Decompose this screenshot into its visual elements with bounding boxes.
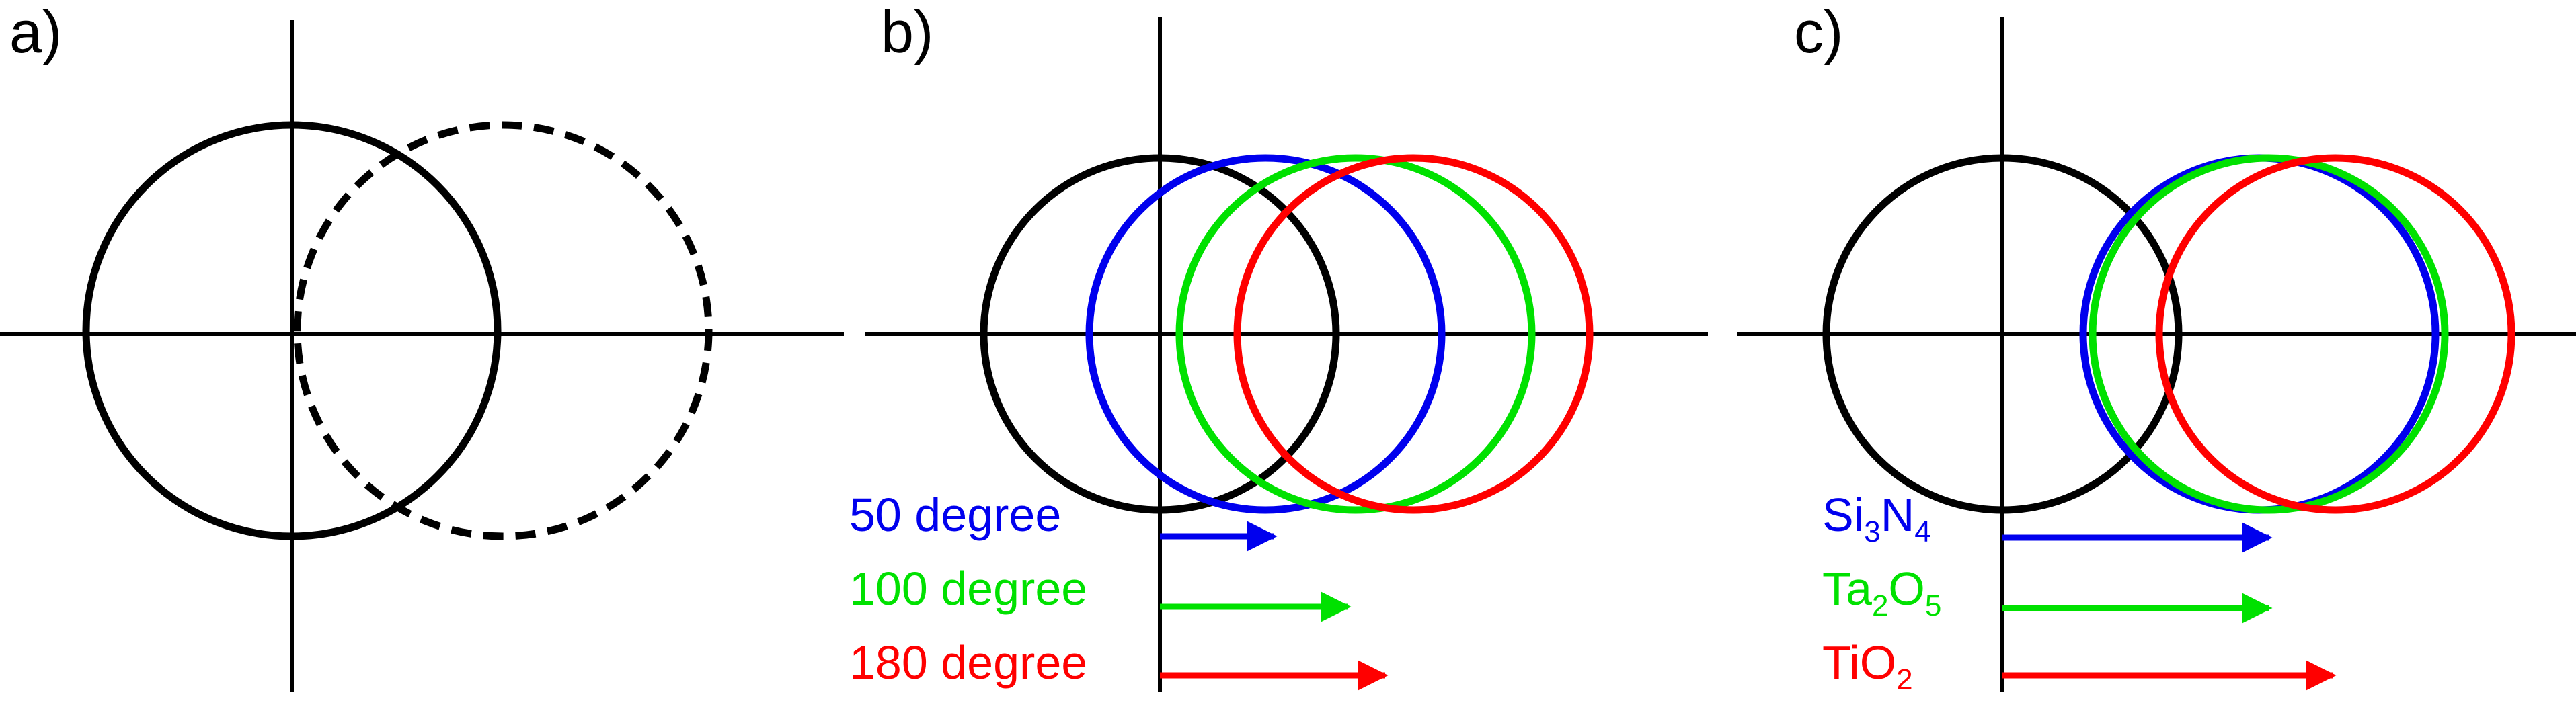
panel-c-legend-si3n4: Si3N4 [1822,489,1931,548]
panel-b-legend-100-degree: 100 degree [849,562,1087,615]
panel-b-label: b) [881,0,933,65]
panel-c-legend-ta2o5: Ta2O5 [1822,562,1941,622]
panel-c-label: c) [1794,0,1843,65]
panel-b-circle-100-degree [1175,154,1536,514]
panel-c-reference-circle [1822,154,2183,514]
panel-b-reference-circle [980,154,1340,514]
panel-a-dashed-shifted-circle [293,121,713,540]
panel-c: c) Si3N4 Ta2O5 TiO2 [1737,0,2576,696]
panel-b-circle-50-degree [1085,154,1446,514]
panel-c-legend-tio2: TiO2 [1822,636,1913,696]
panel-b-circle-180-degree [1233,154,1594,514]
panel-a-label: a) [9,0,62,65]
panel-a-reference-circle [82,121,502,540]
panel-c-circle-tio2 [2155,154,2515,514]
panel-a: a) [0,0,844,692]
panel-b: b) 50 degree 100 degree 180 degree [849,0,1708,692]
panel-b-legend-180-degree: 180 degree [849,636,1087,689]
panel-b-legend-50-degree: 50 degree [849,489,1061,541]
panel-c-circle-ta2o5 [2089,154,2449,514]
